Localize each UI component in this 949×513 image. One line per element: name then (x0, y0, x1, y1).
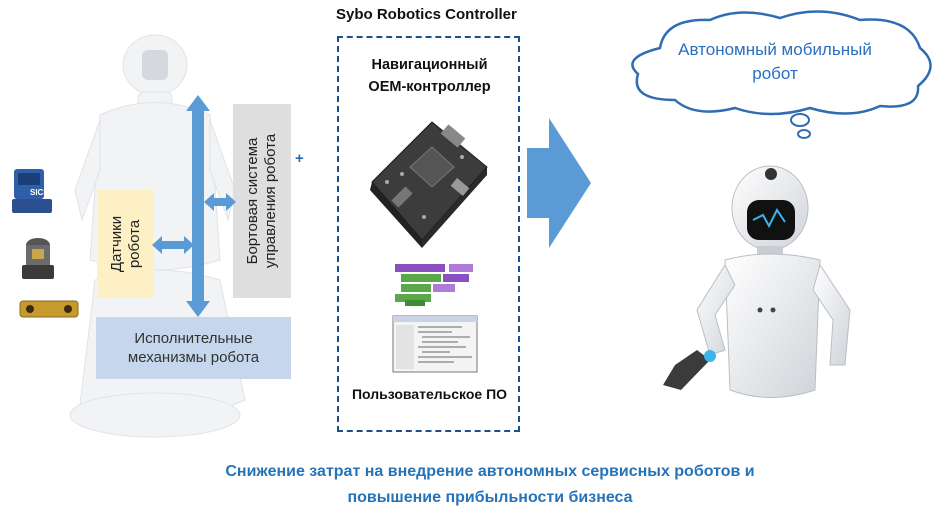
nav-controller-title: Навигационный OEM-контроллер (338, 54, 521, 98)
sensors-label: Датчики робота (108, 216, 144, 272)
sensor-brand-label: SICK (30, 188, 49, 197)
onboard-label-line2: управления робота (262, 133, 279, 269)
nav-title-line1: Навигационный (371, 57, 488, 73)
circuit-board-icon (370, 121, 488, 248)
onboard-double-arrow (204, 193, 236, 211)
onboard-control-label: Бортовая система управления робота (244, 134, 280, 268)
code-blocks-icon (395, 264, 473, 306)
sensors-double-arrow (152, 236, 194, 254)
onboard-label-line1: Бортовая система (244, 137, 261, 265)
cloud-label: Автономный мобильный робот (640, 38, 910, 86)
sensors-label-line2: робота (125, 219, 143, 269)
nav-title-line2: OEM-контроллер (368, 79, 491, 95)
autonomous-robot-illustration (663, 165, 851, 398)
actuators-label: Исполнительные механизмы робота (96, 317, 291, 379)
sensors-box: Датчики робота (97, 190, 154, 298)
bottom-slogan-line1: Снижение затрат на внедрение автономных … (225, 463, 755, 480)
actuators-label-line2: механизмы робота (127, 349, 260, 366)
sensors-label-line1: Датчики (107, 215, 125, 273)
user-software-label: Пользовательское ПО (351, 386, 508, 402)
controller-title: Sybo Robotics Controller (336, 6, 517, 23)
code-editor-icon (392, 315, 478, 373)
cloud-label-line1: Автономный мобильный (678, 40, 872, 59)
bottom-slogan: Снижение затрат на внедрение автономных … (100, 459, 880, 511)
lidar-sensor-icon: SICK (12, 169, 52, 213)
controller-dashed-frame (337, 36, 520, 432)
left-arrows (152, 95, 236, 317)
thought-cloud-icon (631, 10, 932, 139)
depth-camera-icon (19, 300, 79, 318)
vertical-double-arrow (186, 95, 210, 317)
bottom-slogan-line2: повышение прибыльности бизнеса (347, 489, 633, 506)
camera-sensor-icon (22, 238, 54, 279)
actuators-box: Исполнительные механизмы робота (96, 317, 291, 379)
cloud-label-line2: робот (752, 64, 798, 83)
onboard-control-box: Бортовая система управления робота (233, 104, 291, 298)
actuators-label-line1: Исполнительные (134, 330, 253, 347)
big-right-arrow (527, 118, 591, 248)
plus-sign: + (295, 150, 304, 167)
